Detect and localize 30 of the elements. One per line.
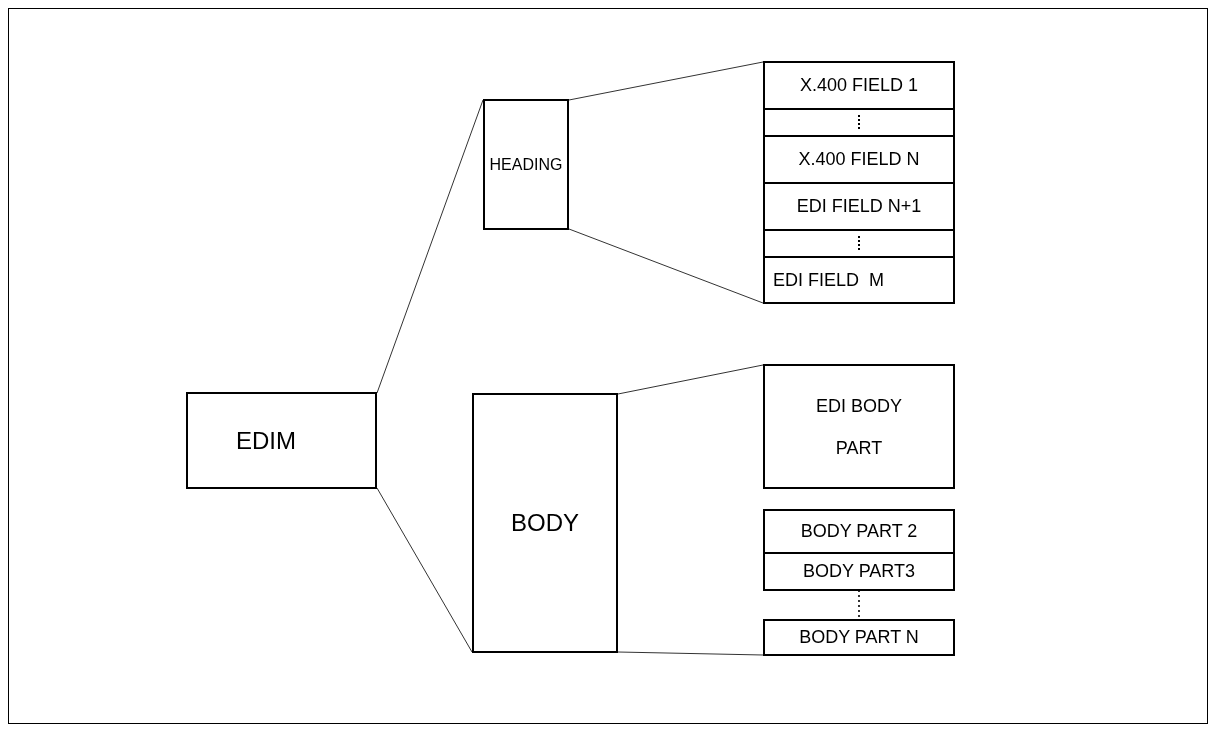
body-part-cell <box>763 552 955 591</box>
field-cell <box>763 182 955 231</box>
node-label: EDIM <box>236 425 296 456</box>
connector-line <box>617 651 764 656</box>
connector-line <box>376 99 484 394</box>
field-cell <box>763 135 955 184</box>
connector-line <box>568 61 764 101</box>
node-label: EDI FIELD N+1 <box>796 195 922 218</box>
node-label: HEADING <box>489 154 563 175</box>
body-part-cell <box>763 619 955 656</box>
node-label: X.400 FIELD 1 <box>799 74 919 97</box>
node-label: EDI FIELD M <box>773 268 884 292</box>
body-box <box>472 393 618 653</box>
connector-line <box>617 364 764 395</box>
message-box <box>186 392 377 489</box>
body-part-box <box>763 364 955 489</box>
field-cell <box>763 256 955 304</box>
connector-line <box>568 228 764 304</box>
body-part-cell <box>763 509 955 554</box>
connector-line <box>376 487 473 653</box>
field-cell <box>763 61 955 110</box>
node-label: X.400 FIELD N <box>798 148 920 171</box>
continuation-cell <box>763 108 955 137</box>
continuation-cell <box>763 229 955 258</box>
node-label: BODY PART 2 <box>800 520 918 543</box>
node-label: BODY PART3 <box>802 560 915 583</box>
node-label: BODY <box>511 508 579 538</box>
node-label: EDI BODY PART <box>815 394 903 460</box>
node-label: BODY PART N <box>799 626 919 649</box>
heading-box <box>483 99 569 230</box>
